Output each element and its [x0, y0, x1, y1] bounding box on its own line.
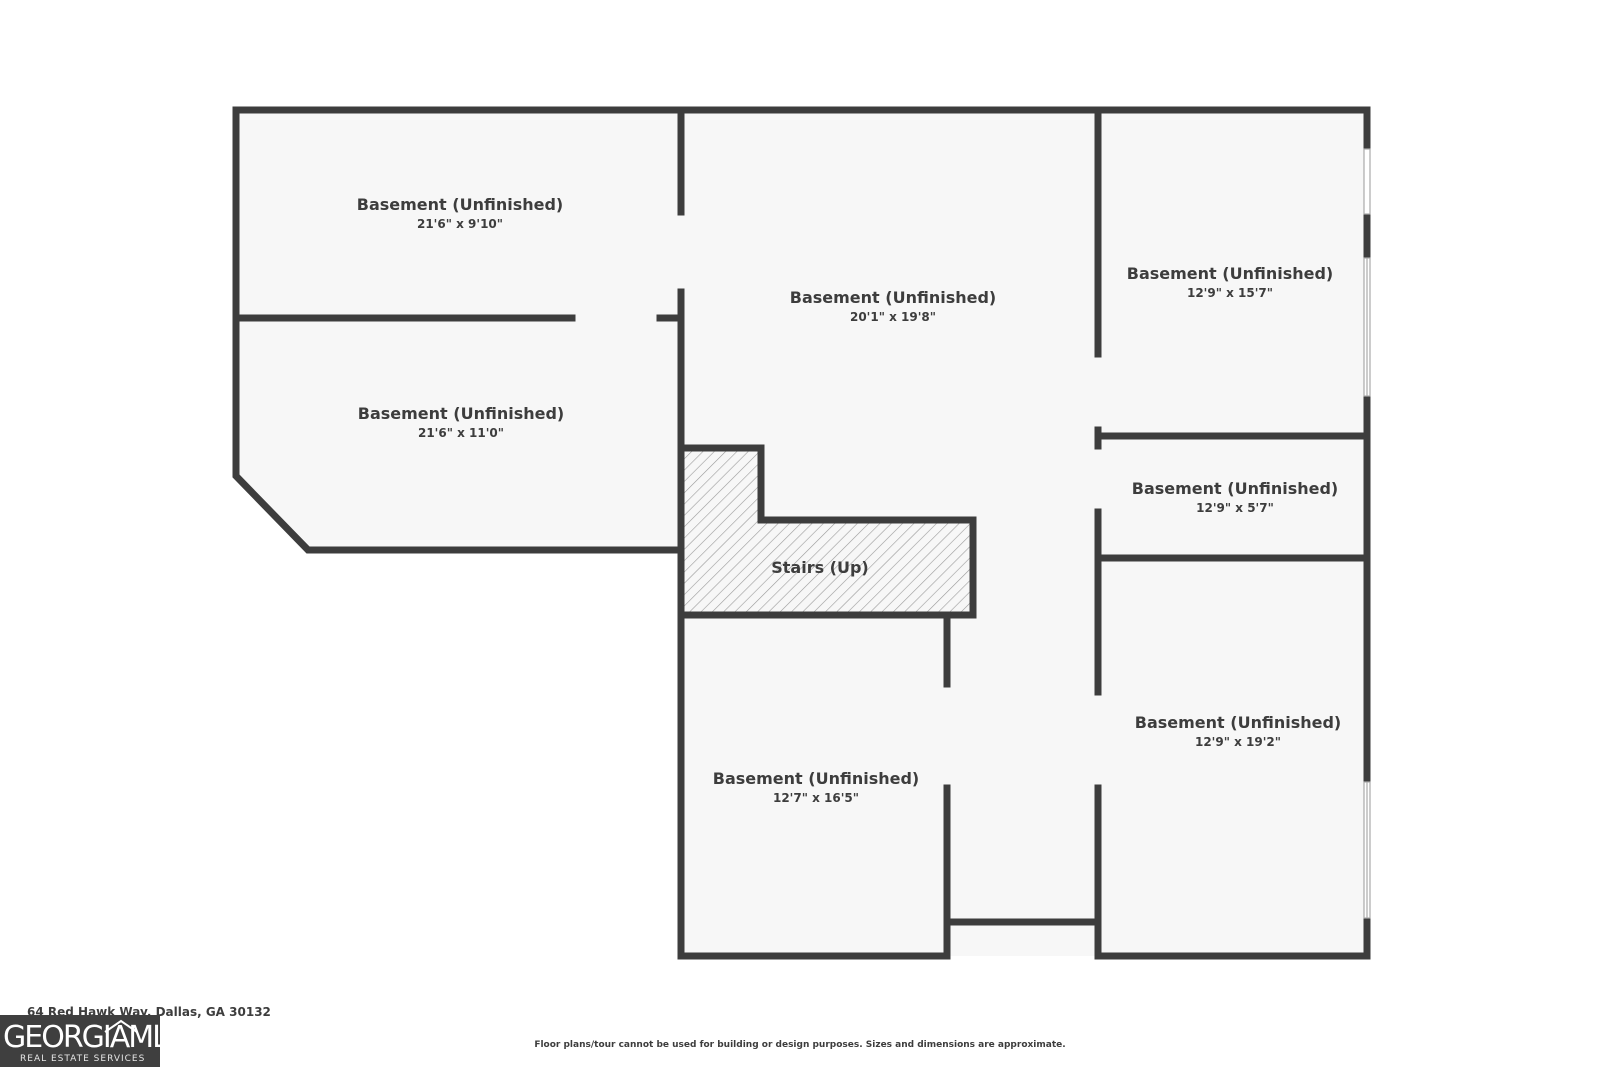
room-label: Basement (Unfinished) 12'9" x 19'2" — [1135, 713, 1341, 749]
room-name: Basement (Unfinished) — [1132, 479, 1338, 498]
georgia-mls-logo: GEORGIAMLS REAL ESTATE SERVICES — [0, 1015, 160, 1067]
room-dimensions: 21'6" x 11'0" — [418, 426, 504, 440]
room-name: Basement (Unfinished) — [357, 195, 563, 214]
room-label: Basement (Unfinished) 12'7" x 16'5" — [713, 769, 919, 805]
room-label: Basement (Unfinished) 20'1" x 19'8" — [790, 288, 996, 324]
stairs-label: Stairs (Up) — [771, 558, 869, 577]
roof-icon — [104, 1019, 138, 1033]
logo-tagline: REAL ESTATE SERVICES — [20, 1054, 146, 1064]
room-label: Basement (Unfinished) 21'6" x 11'0" — [358, 404, 564, 440]
room-dimensions: 12'7" x 16'5" — [773, 791, 859, 805]
room-dimensions: 12'9" x 19'2" — [1195, 735, 1281, 749]
room-label: Basement (Unfinished) 21'6" x 9'10" — [357, 195, 563, 231]
room-name: Basement (Unfinished) — [1135, 713, 1341, 732]
room-label: Basement (Unfinished) 12'9" x 5'7" — [1132, 479, 1338, 515]
walls — [232, 106, 1371, 960]
room-dimensions: 20'1" x 19'8" — [850, 310, 936, 324]
logo-wordmark: GEORGIAMLS — [3, 1020, 160, 1055]
room-dimensions: 12'9" x 5'7" — [1196, 501, 1274, 515]
windows — [1363, 148, 1371, 919]
room-name: Basement (Unfinished) — [358, 404, 564, 423]
room-dimensions: 21'6" x 9'10" — [417, 217, 503, 231]
room-name: Basement (Unfinished) — [713, 769, 919, 788]
room-name: Basement (Unfinished) — [1127, 264, 1333, 283]
room-label: Basement (Unfinished) 12'9" x 15'7" — [1127, 264, 1333, 300]
room-dimensions: 12'9" x 15'7" — [1187, 286, 1273, 300]
disclaimer-text: Floor plans/tour cannot be used for buil… — [534, 1040, 1066, 1050]
room-name: Basement (Unfinished) — [790, 288, 996, 307]
